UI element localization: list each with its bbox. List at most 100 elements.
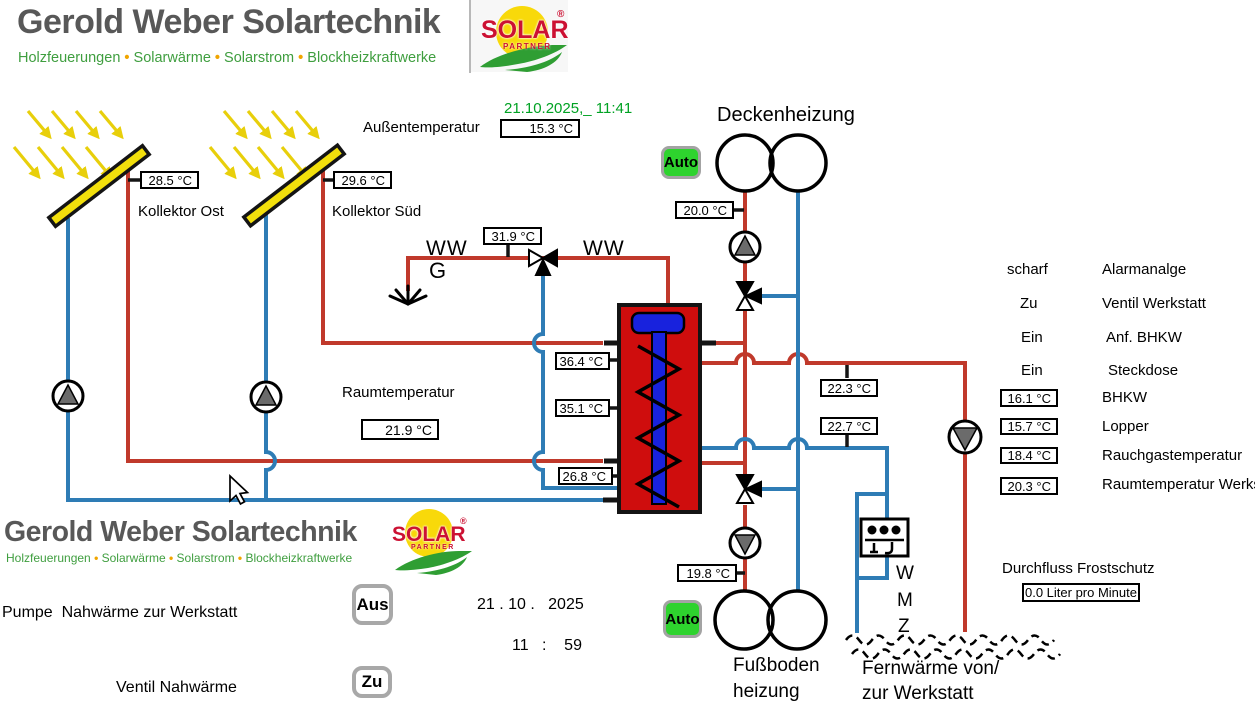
fernwaerme-label-1: Fernwärme von/: [862, 658, 1000, 679]
raum-werkstatt-value: 20.3 °C: [1000, 477, 1058, 495]
registered-mark: ®: [557, 9, 565, 20]
bullet-dot: •: [124, 50, 130, 66]
pumpe-nahwaerme-label: Pumpe Nahwärme zur Werkstatt: [2, 604, 238, 621]
auto-button-deckenheizung[interactable]: Auto: [661, 146, 701, 179]
wmz-letter-m: M: [897, 590, 913, 611]
ruecklauf-value: 22.7 °C: [820, 417, 878, 435]
ww-label-2: WW: [583, 237, 625, 260]
pump-deckenheizung: [728, 230, 762, 264]
tank-oben-value: 36.4 °C: [555, 352, 610, 370]
subtitle-word: Blockheizkraftwerke: [307, 50, 437, 66]
subtitle-word: Holzfeuerungen: [6, 551, 91, 565]
fussbodenheizung-label-2: heizung: [733, 681, 800, 702]
alarm-state: scharf: [1007, 261, 1048, 278]
deckenheizung-label: Deckenheizung: [717, 104, 855, 126]
heat-meter-icon: [859, 517, 910, 558]
collector-ost-panel: [46, 143, 152, 229]
durchfluss-value: 0.0 Liter pro Minute: [1022, 583, 1140, 602]
bullet-dot: •: [298, 50, 304, 66]
subtitle-word: Solarwärme: [101, 551, 166, 565]
pump-fussbodenheizung: [728, 526, 762, 560]
bullet-dot: •: [169, 551, 174, 565]
steckdose-label: Steckdose: [1108, 362, 1179, 379]
rauchgas-label: Rauchgastemperatur: [1102, 447, 1243, 464]
ventil-werkstatt-state: Zu: [1020, 295, 1038, 312]
ww-value: 31.9 °C: [483, 227, 542, 245]
valve-deckenheizung: [735, 281, 762, 311]
steckdose-state: Ein: [1021, 362, 1043, 379]
raum-werkstatt-label: Raumtemperatur Werkstatt: [1102, 477, 1255, 493]
pump-fernwaerme: [947, 419, 983, 455]
bullet-dot: •: [94, 551, 99, 565]
collector-sued-panel: [241, 142, 347, 229]
fussbodenheizung-symbol-left: [713, 589, 775, 651]
heat-exchanger-coil: [634, 344, 683, 509]
tap-icon: [388, 284, 428, 306]
solar-partner-logo-sun: [480, 6, 567, 72]
ventil-nahwaerme-button[interactable]: Zu: [352, 666, 392, 698]
solar-partner-logo-text: SOLAR: [481, 16, 569, 44]
sun-rays-sued: [208, 109, 320, 180]
pumpe-nahwaerme-button[interactable]: Aus: [352, 584, 393, 625]
solar-partner-logo-subtext: PARTNER: [503, 42, 552, 51]
subtitle-word: Holzfeuerungen: [18, 50, 121, 66]
pump-kollektor-ost: [51, 379, 85, 413]
kollektor-ost-label: Kollektor Ost: [138, 203, 224, 220]
footer-logo-sun: [395, 509, 472, 575]
aussentemperatur-label: Außentemperatur: [363, 119, 480, 136]
cold-pipes: [66, 192, 889, 633]
aussentemperatur-value: 15.3 °C: [500, 119, 580, 138]
fussboden-value: 19.8 °C: [677, 564, 737, 582]
rauchgas-value: 18.4 °C: [1000, 447, 1058, 464]
date-display: 21 . 10 . 2025: [477, 596, 584, 613]
vorlauf-value: 22.3 °C: [820, 379, 878, 397]
deckenheizung-symbol-left: [715, 133, 775, 193]
subtitle-word: Solarstrom: [224, 50, 295, 66]
datetime-display: 21.10.2025,_ 11:41: [504, 100, 633, 117]
subtitle-word: Blockheizkraftwerke: [245, 551, 353, 565]
valve-fussbodenheizung: [735, 474, 762, 504]
ventil-nahwaerme-label: Ventil Nahwärme: [116, 679, 237, 696]
g-label: G: [429, 258, 447, 283]
fernwaerme-boundary: [844, 634, 1062, 660]
lopper-value: 15.7 °C: [1000, 418, 1058, 435]
mouse-cursor: [229, 474, 250, 506]
bullet-dot: •: [214, 50, 220, 66]
sun-rays-ost: [12, 109, 124, 180]
time-display: 11 : 59: [512, 637, 582, 654]
kollektor-sued-label: Kollektor Süd: [332, 203, 422, 220]
footer-logo-subtitle: Holzfeuerungen • Solarwärme • Solarstrom…: [6, 551, 352, 565]
wmz-letter-z: Z: [898, 616, 910, 637]
footer-solar-logo-subtext: PARTNER: [411, 544, 455, 551]
footer-registered-mark: ®: [460, 516, 467, 526]
raumtemperatur-value: 21.9 °C: [361, 419, 439, 440]
raumtemperatur-label: Raumtemperatur: [342, 384, 455, 401]
bhkw-value: 16.1 °C: [1000, 389, 1058, 407]
anf-bhkw-label: Anf. BHKW: [1106, 329, 1182, 346]
auto-button-fussbodenheizung[interactable]: Auto: [663, 600, 702, 638]
fussbodenheizung-label-1: Fußboden: [733, 655, 820, 676]
kollektor-ost-value: 28.5 °C: [140, 171, 199, 189]
hot-pipes: [126, 167, 967, 632]
footer-solar-logo-text: SOLAR: [392, 523, 466, 546]
subtitle-word: Solarstrom: [176, 551, 235, 565]
durchfluss-label: Durchfluss Frostschutz: [1002, 560, 1155, 577]
ventil-werkstatt-label: Ventil Werkstatt: [1102, 295, 1206, 312]
decke-value: 20.0 °C: [675, 201, 734, 219]
fernwaerme-label-2: zur Werkstatt: [862, 683, 974, 704]
footer-logo-title: Gerold Weber Solartechnik: [4, 516, 357, 548]
wmz-letter-w: W: [896, 563, 914, 584]
company-logo-title: Gerold Weber Solartechnik: [17, 3, 441, 41]
pump-kollektor-sued: [249, 380, 283, 414]
alarm-label: Alarmanalge: [1102, 261, 1187, 278]
storage-tank: [617, 303, 702, 514]
anf-bhkw-state: Ein: [1021, 329, 1043, 346]
tank-mitte-value: 35.1 °C: [555, 399, 610, 417]
kollektor-sued-value: 29.6 °C: [333, 171, 392, 189]
subtitle-word: Solarwärme: [133, 50, 211, 66]
tank-unten-value: 26.8 °C: [558, 467, 613, 485]
bullet-dot: •: [237, 551, 243, 565]
ww-label-1: WW: [426, 237, 468, 260]
